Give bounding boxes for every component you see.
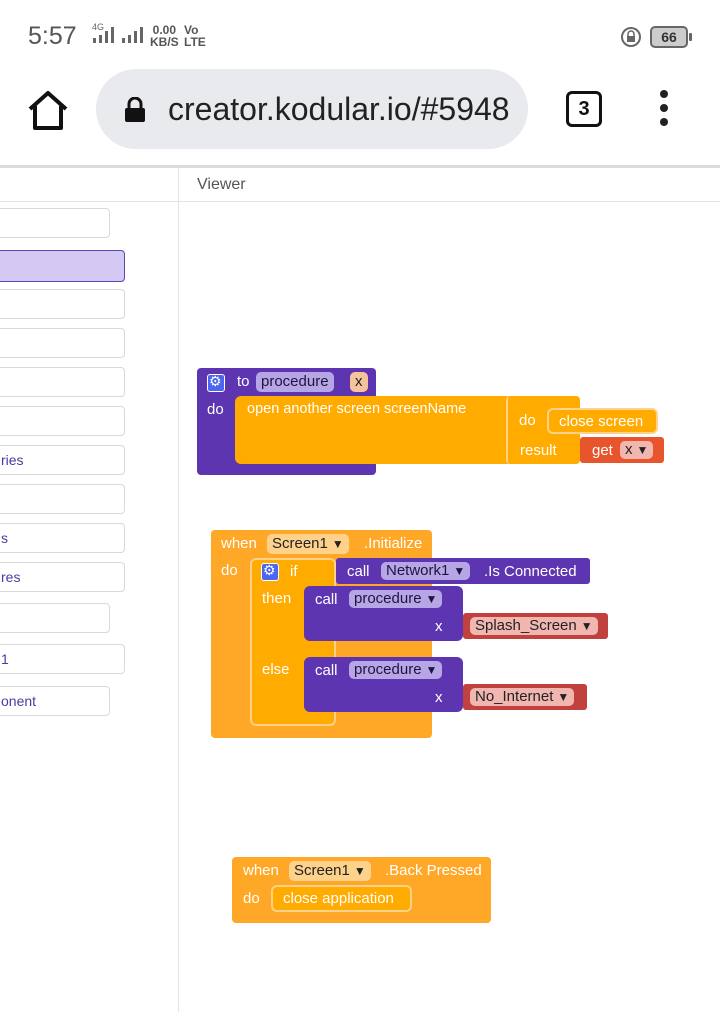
close-screen-block[interactable] — [547, 408, 658, 434]
keyword-else: else — [262, 661, 290, 678]
dropdown-arrow-icon: ▼ — [453, 564, 466, 578]
gear-icon[interactable] — [261, 562, 279, 581]
gear-icon[interactable] — [207, 373, 225, 392]
keyword-get: get — [592, 442, 613, 459]
keyword-do: do — [519, 412, 536, 429]
tab-switcher-button[interactable]: 3 — [566, 91, 602, 127]
component-item-selected[interactable] — [0, 250, 125, 282]
url-text[interactable]: creator.kodular.io/#5948 — [168, 91, 510, 127]
rotation-lock-icon — [621, 27, 641, 47]
screen-name-dropdown[interactable]: No_Internet▼ — [470, 688, 575, 706]
keyword-to: to — [237, 373, 250, 390]
argument-label: x — [435, 618, 443, 635]
dropdown-arrow-icon: ▼ — [425, 592, 438, 606]
keyword-call: call — [315, 591, 338, 608]
parameter-x[interactable]: x — [350, 372, 368, 392]
keyword-when: when — [221, 535, 257, 552]
keyword-when: when — [243, 862, 279, 879]
variable-dropdown[interactable]: x▼ — [620, 441, 654, 459]
signal-icon: 4G — [92, 22, 116, 49]
keyword-do: do — [221, 562, 238, 579]
screen-dropdown[interactable]: Screen1▼ — [267, 534, 349, 554]
dropdown-arrow-icon: ▼ — [353, 864, 366, 878]
dropdown-arrow-icon: ▼ — [636, 443, 649, 457]
address-bar[interactable]: creator.kodular.io/#5948 — [96, 69, 528, 149]
procedure-dropdown[interactable]: procedure▼ — [349, 590, 443, 608]
component-item[interactable] — [0, 406, 125, 436]
signal-icon — [121, 26, 145, 49]
event-name: .Initialize — [364, 535, 423, 552]
home-icon[interactable] — [26, 88, 70, 132]
network-speed: 0.00 KB/S — [150, 23, 179, 49]
component-item[interactable] — [0, 603, 110, 633]
component-item[interactable] — [0, 367, 125, 397]
clock: 5:57 — [28, 22, 77, 50]
keyword-do: do — [207, 401, 224, 418]
component-item[interactable] — [0, 328, 125, 358]
component-item[interactable] — [0, 289, 125, 319]
component-item[interactable]: onent — [0, 686, 110, 716]
dropdown-arrow-icon: ▼ — [580, 619, 593, 633]
dropdown-arrow-icon: ▼ — [425, 663, 438, 677]
component-item[interactable] — [0, 208, 110, 238]
viewer-title: Viewer — [197, 176, 246, 193]
volte-indicator: Vo LTE — [184, 23, 206, 49]
viewer-header: Viewer — [179, 168, 720, 202]
close-screen-label: close screen — [559, 413, 644, 430]
screen-name-dropdown[interactable]: Splash_Screen▼ — [470, 617, 598, 635]
component-item[interactable]: res — [0, 562, 125, 592]
keyword-then: then — [262, 590, 292, 607]
keyword-result: result — [520, 442, 557, 459]
keyword-call: call — [315, 662, 338, 679]
panel-header — [0, 168, 178, 202]
procedure-name-field[interactable]: procedure — [256, 372, 334, 392]
dropdown-arrow-icon: ▼ — [557, 690, 570, 704]
procedure-dropdown[interactable]: procedure▼ — [349, 661, 443, 679]
toolbar-divider — [0, 165, 720, 168]
component-item[interactable]: ries — [0, 445, 125, 475]
status-bar: 5:57 4G 0.00 KB/S Vo LTE 66 — [0, 0, 720, 70]
argument-label: x — [435, 689, 443, 706]
component-item[interactable] — [0, 484, 125, 514]
event-name: .Back Pressed — [385, 862, 482, 879]
keyword-do: do — [243, 890, 260, 907]
keyword-if: if — [290, 563, 298, 580]
component-item[interactable]: s — [0, 523, 125, 553]
component-item[interactable]: 1 — [0, 644, 125, 674]
screen-dropdown[interactable]: Screen1▼ — [289, 861, 371, 881]
more-menu-icon[interactable] — [652, 90, 676, 130]
open-another-screen-label: open another screen screenName — [247, 401, 467, 417]
lock-icon — [125, 97, 145, 122]
keyword-call: call — [347, 563, 370, 580]
component-dropdown[interactable]: Network1▼ — [381, 562, 471, 580]
close-application-label: close application — [283, 890, 394, 907]
components-panel — [0, 168, 179, 1012]
dropdown-arrow-icon: ▼ — [331, 537, 344, 551]
battery-icon: 66 — [650, 26, 692, 48]
close-application-block[interactable] — [271, 885, 412, 912]
method-name: .Is Connected — [484, 563, 577, 580]
